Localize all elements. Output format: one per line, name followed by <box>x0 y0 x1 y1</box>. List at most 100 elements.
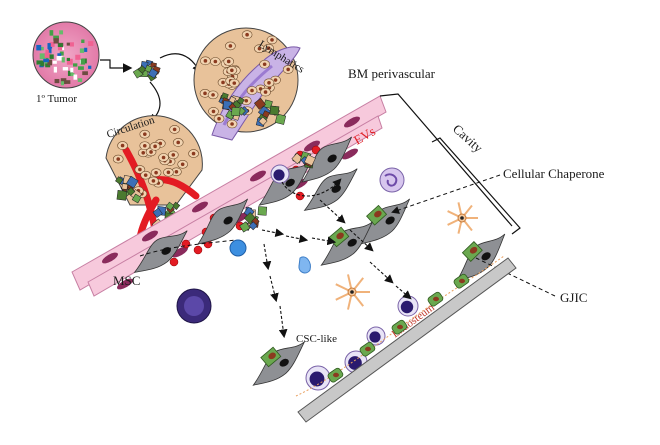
tumor-cell-speck <box>73 63 78 67</box>
tumor-cell <box>231 106 241 117</box>
cell-nucleus <box>138 167 142 172</box>
cell-nucleus <box>166 170 171 175</box>
cell-nucleus <box>365 346 371 352</box>
tumor-cell-speck <box>47 43 51 50</box>
tumor-cell-speck <box>49 30 54 36</box>
cell-nucleus <box>213 59 218 64</box>
tumor-cluster-vessel <box>239 151 316 233</box>
cell-nucleus <box>245 32 249 37</box>
immune-nucleus <box>273 169 285 181</box>
tumor-cell <box>126 175 139 189</box>
tumor-cell-speck <box>47 59 53 66</box>
tumor-cell-speck <box>53 66 58 73</box>
cell-nucleus <box>459 278 465 284</box>
primary-tumor-label: 1º Tumor <box>36 93 77 105</box>
immune-nucleus <box>309 371 325 387</box>
endosteum <box>295 255 517 423</box>
tumor-cell-speck <box>52 60 57 64</box>
cell-nucleus <box>172 127 177 132</box>
tumor-cell <box>228 96 237 104</box>
cell-nucleus <box>267 80 271 85</box>
tumor-cell-speck <box>59 51 64 56</box>
endothelial-nucleus <box>172 246 188 258</box>
endothelial-nucleus <box>142 230 158 242</box>
cell-nucleus <box>244 98 249 103</box>
tumor-cell-speck <box>65 80 71 84</box>
tumor-cell-speck <box>49 41 55 47</box>
tumor-cell-speck <box>43 58 49 63</box>
tumor-cell-speck <box>84 47 88 52</box>
tumor-cell-speck <box>69 42 74 47</box>
immune-nucleus <box>400 300 414 314</box>
blue-small-cell <box>298 256 311 274</box>
cell-nucleus <box>266 46 271 50</box>
tumor-cell <box>248 221 258 231</box>
endothelial-nucleus <box>102 252 118 264</box>
tumor-cell <box>165 201 175 211</box>
msc-cell <box>197 198 249 245</box>
tumor-cell-speck <box>80 58 86 65</box>
ev-vesicle <box>193 245 203 255</box>
tumor-cell-speck <box>77 78 83 82</box>
cell-nucleus <box>174 169 179 174</box>
tumor-cell <box>137 65 147 74</box>
tumor-cell-speck <box>59 30 64 35</box>
migration-arrows <box>139 178 412 339</box>
tumor-cell <box>254 97 266 110</box>
stellate-cell-body <box>335 274 370 310</box>
tumor-cell-speck <box>45 49 49 56</box>
cell-nucleus <box>151 179 156 183</box>
bm-perivascular-bracket <box>379 93 513 227</box>
tumor-cell-speck <box>40 60 45 67</box>
cell-nucleus <box>141 150 146 155</box>
tumor-cell <box>291 152 303 165</box>
tumor-cell <box>116 190 128 201</box>
tumor-cell-speck <box>36 60 43 65</box>
endothelial-nucleus <box>342 148 358 160</box>
stellate-cell <box>335 202 478 310</box>
tumor-cell-speck <box>73 74 78 80</box>
tumor-cell-speck <box>82 71 88 76</box>
cell-nucleus <box>397 324 403 330</box>
tumor-cell-speck <box>48 48 52 54</box>
tumor-cell-speck <box>57 53 62 58</box>
tumor-cell-speck <box>79 48 85 53</box>
csc-like-label: CSC-like <box>296 333 337 345</box>
cell-nucleus <box>203 59 208 63</box>
tumor-cluster-small <box>132 59 161 82</box>
endothelial-nucleus <box>344 116 360 128</box>
tumor-cell <box>126 187 136 196</box>
tumor-cell <box>121 183 128 190</box>
blue-cell <box>229 239 247 257</box>
msc-cell <box>301 136 353 183</box>
endothelial-nucleus <box>117 278 133 290</box>
cell-nucleus <box>154 170 158 175</box>
cell-nucleus <box>116 157 121 161</box>
gjic-leader <box>475 257 556 297</box>
tumor-cell-speck <box>66 58 73 65</box>
cell-nucleus <box>226 59 231 64</box>
tumor-cell-speck <box>88 41 94 46</box>
tumor-cell-speck <box>88 65 92 69</box>
cellular-chaperone-leader <box>391 174 501 214</box>
cell-nucleus <box>143 173 148 177</box>
tumor-cell <box>262 110 271 119</box>
endothelial-nucleus <box>304 140 320 152</box>
msc-label: MSC <box>113 273 140 288</box>
neutrophil <box>379 167 405 193</box>
cell-nucleus <box>262 62 267 67</box>
tumor-cell <box>269 105 280 116</box>
tumor-cell-speck <box>53 35 59 41</box>
tumor-cell-speck <box>36 44 42 51</box>
cell-nucleus <box>273 78 278 82</box>
tumor-cell <box>131 193 142 204</box>
cell-nucleus <box>257 46 262 51</box>
tumor-cell-speck <box>49 54 54 59</box>
tumor-cell-speck <box>66 57 70 61</box>
tumor-cell-speck <box>39 53 46 60</box>
macrophage-cell <box>176 288 212 324</box>
cavity-bracket <box>431 137 521 235</box>
cell-nucleus <box>232 81 237 85</box>
tumor-cell-speck <box>57 43 63 47</box>
